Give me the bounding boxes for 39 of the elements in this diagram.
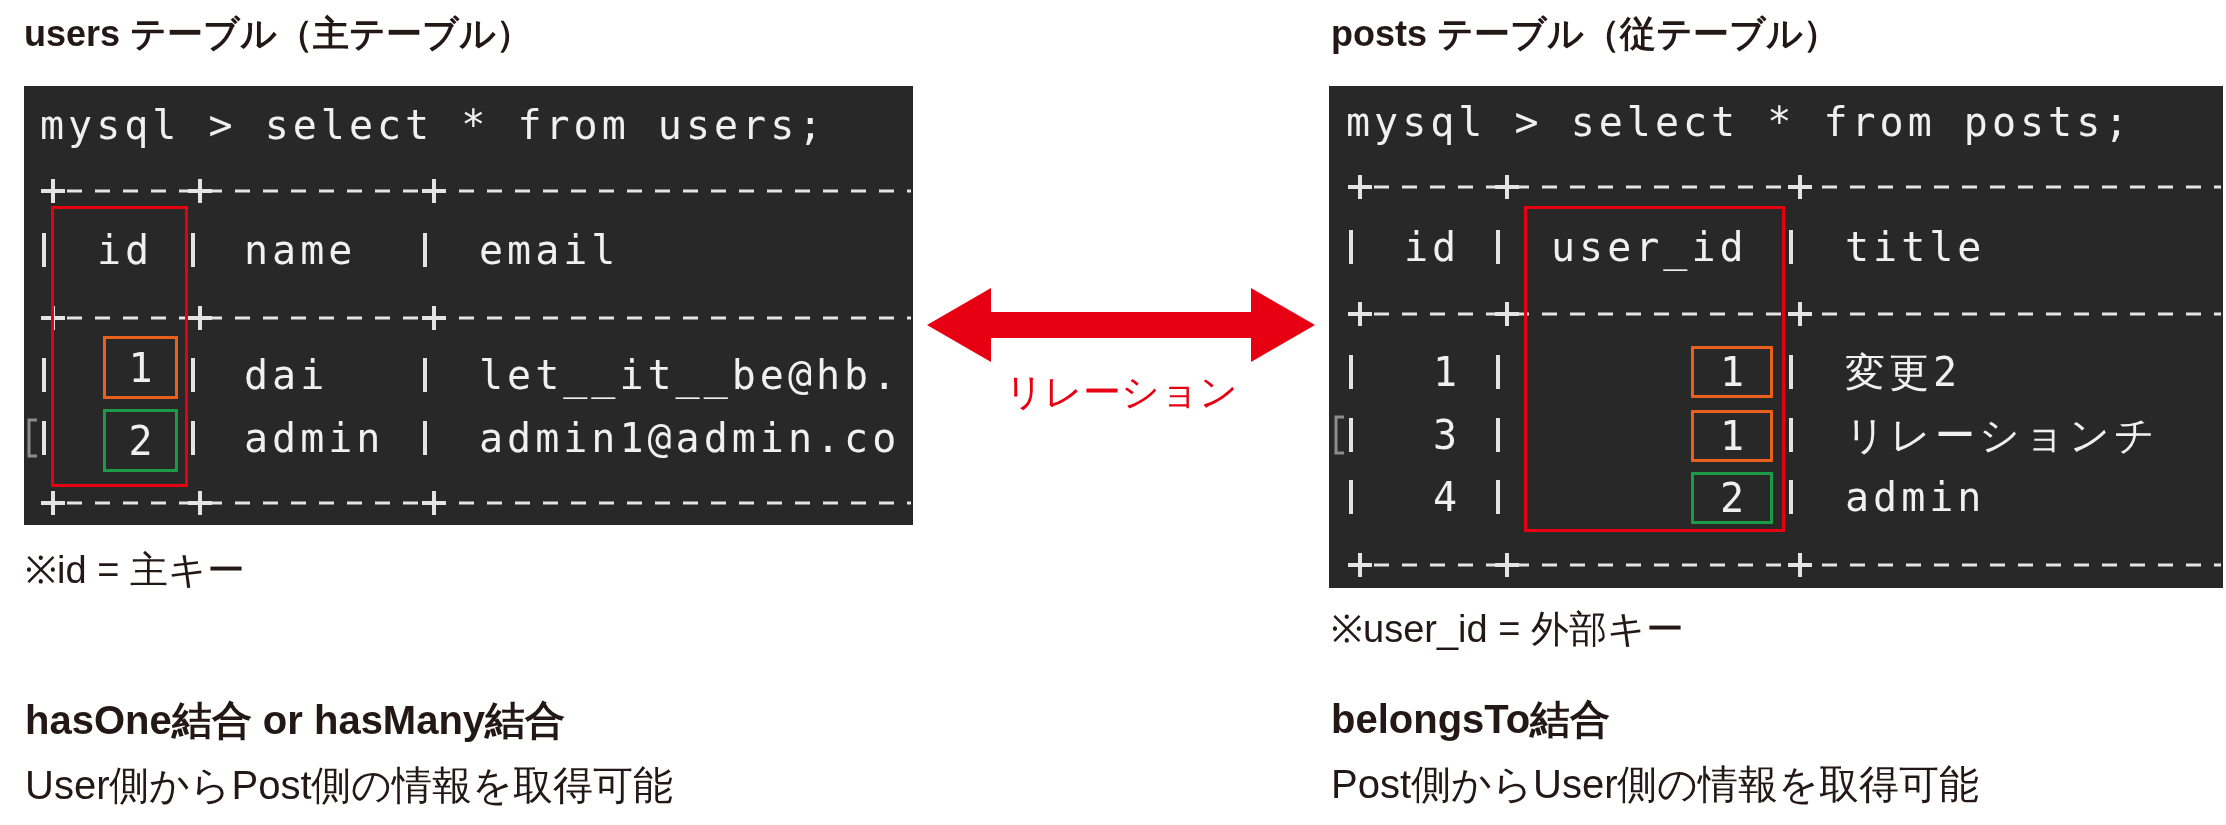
key-value: 2 xyxy=(128,418,153,463)
value-highlight xyxy=(103,336,178,399)
join-type-heading: hasOne結合 or hasMany結合 xyxy=(25,697,566,744)
table-heading: posts テーブル（従テーブル） xyxy=(1331,12,1839,56)
value-highlight xyxy=(1691,472,1773,524)
key-value: 1 xyxy=(1719,350,1745,394)
key-note: ※user_id = 外部キー xyxy=(1331,607,1684,651)
key-note: ※id = 主キー xyxy=(25,548,245,592)
column-label: id xyxy=(97,226,154,275)
column-label: email xyxy=(479,226,620,275)
value-text: admin xyxy=(1845,473,1986,522)
column-label: title xyxy=(1845,223,1986,272)
column-label: user_id xyxy=(1551,223,1748,272)
key-value: 1 xyxy=(1719,414,1745,458)
column-label: name xyxy=(244,226,357,275)
double-arrow xyxy=(927,288,1315,362)
key-value: 1 xyxy=(128,345,153,390)
value-text: 変更2 xyxy=(1845,348,1962,397)
value-text: 4 xyxy=(1432,473,1458,522)
value-text: admin xyxy=(244,414,385,463)
value-text: 3 xyxy=(1432,411,1458,460)
value-text: リレーションチ xyxy=(1845,411,2159,460)
key-value: 2 xyxy=(1719,476,1745,520)
value-text: let__it__be@hb. xyxy=(479,351,901,400)
value-text: dai xyxy=(244,351,329,400)
description-text: Post側からUser側の情報を取得可能 xyxy=(1331,761,1980,808)
column-highlight xyxy=(1524,206,1785,532)
value-highlight xyxy=(103,409,178,472)
command-text: mysql > select * from users; xyxy=(40,101,827,150)
table-heading: users テーブル（主テーブル） xyxy=(24,12,533,56)
command-text: mysql > select * from posts; xyxy=(1346,98,2133,147)
value-text: admin1@admin.co xyxy=(479,414,901,463)
column-highlight xyxy=(51,206,188,487)
join-type-heading: belongsTo結合 xyxy=(1331,696,1611,743)
description-text: User側からPost側の情報を取得可能 xyxy=(25,762,674,809)
value-highlight xyxy=(1691,410,1773,462)
value-text: 1 xyxy=(1432,348,1458,397)
value-highlight xyxy=(1691,346,1773,398)
column-label: id xyxy=(1404,223,1461,272)
